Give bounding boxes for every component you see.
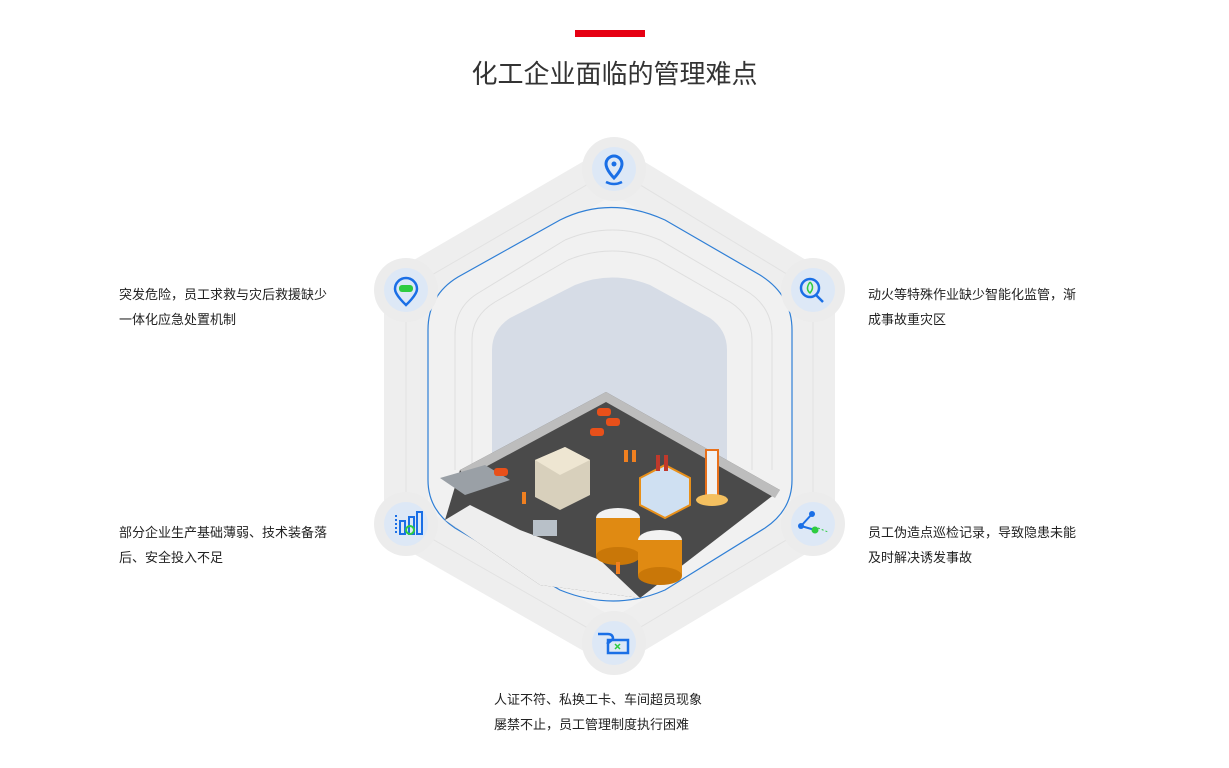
location-pin-icon bbox=[604, 154, 624, 186]
node-bottom bbox=[582, 611, 646, 675]
pain-point-inspection: 员工伪造点巡检记录，导致隐患未能 及时解决诱发事故 bbox=[868, 520, 1108, 570]
text-line: 部分企业生产基础薄弱、技术装备落 bbox=[119, 525, 328, 540]
text-line: 及时解决诱发事故 bbox=[868, 550, 973, 565]
pain-point-hot-work: 动火等特殊作业缺少智能化监管，渐 成事故重灾区 bbox=[868, 282, 1108, 332]
node-lower-left bbox=[374, 492, 438, 556]
node-top bbox=[582, 137, 646, 201]
bar-chart-search-icon bbox=[395, 511, 423, 535]
node-upper-right bbox=[781, 258, 845, 322]
sos-location-icon bbox=[393, 276, 419, 307]
factory-illustration bbox=[440, 392, 780, 598]
text-line: 动火等特殊作业缺少智能化监管，渐 bbox=[868, 287, 1077, 302]
pain-point-infrastructure: 部分企业生产基础薄弱、技术装备落 后、安全投入不足 bbox=[119, 520, 359, 570]
fire-search-icon bbox=[799, 277, 824, 303]
node-upper-left bbox=[374, 258, 438, 322]
page-title: 化工企业面临的管理难点 bbox=[471, 59, 758, 89]
text-line: 成事故重灾区 bbox=[868, 312, 947, 327]
text-line: 人证不符、私换工卡、车间超员现象 bbox=[494, 692, 703, 707]
text-line: 一体化应急处置机制 bbox=[119, 312, 237, 327]
text-line: 后、安全投入不足 bbox=[119, 550, 224, 565]
card-swipe-icon bbox=[598, 632, 630, 655]
route-share-icon bbox=[798, 511, 829, 534]
pain-point-staff-management: 人证不符、私换工卡、车间超员现象 屡禁不止，员工管理制度执行困难 bbox=[494, 687, 734, 737]
text-line: 突发危险，员工求救与灾后救援缺少 bbox=[119, 287, 328, 302]
pain-point-emergency: 突发危险，员工求救与灾后救援缺少 一体化应急处置机制 bbox=[119, 282, 359, 332]
text-line: 员工伪造点巡检记录，导致隐患未能 bbox=[868, 525, 1077, 540]
node-lower-right bbox=[781, 492, 845, 556]
text-line: 屡禁不止，员工管理制度执行困难 bbox=[494, 717, 690, 732]
title-accent-bar bbox=[575, 30, 645, 37]
